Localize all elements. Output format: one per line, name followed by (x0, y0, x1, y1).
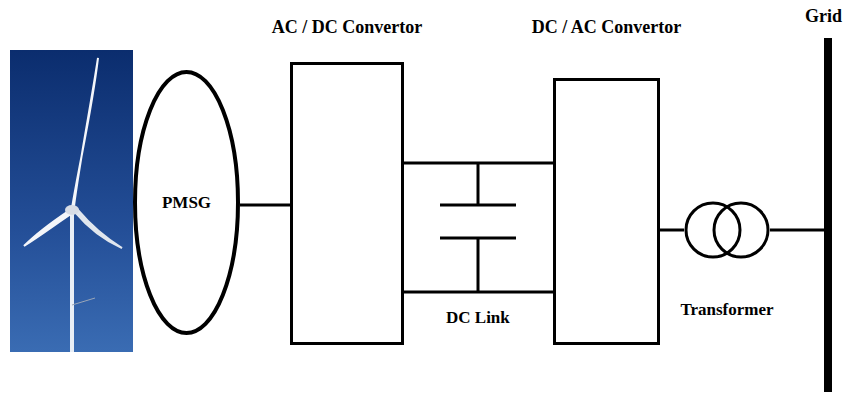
transformer-coils (684, 200, 770, 260)
generator-ellipse: PMSG (133, 70, 240, 335)
wire-connector (770, 229, 824, 232)
grid-bus-bar: Grid (824, 38, 832, 392)
node-heading: AC / DC Convertor (272, 17, 422, 39)
part-label: DC Link (446, 308, 510, 328)
wire-connector (660, 229, 684, 232)
converter-box: DC / AC Convertor (553, 78, 660, 345)
node-heading: Grid (805, 6, 842, 28)
wind-turbine-photo (10, 50, 133, 352)
capacitor-symbol (440, 163, 516, 292)
wire-connector (404, 291, 553, 294)
node-heading: Transformer (680, 300, 773, 320)
node-label: PMSG (162, 192, 211, 212)
wire-connector (404, 162, 553, 165)
wire-connector (240, 204, 290, 207)
converter-box: AC / DC Convertor (290, 62, 404, 345)
transformer-symbol: Transformer (684, 200, 770, 260)
node-heading: DC / AC Convertor (532, 17, 681, 39)
